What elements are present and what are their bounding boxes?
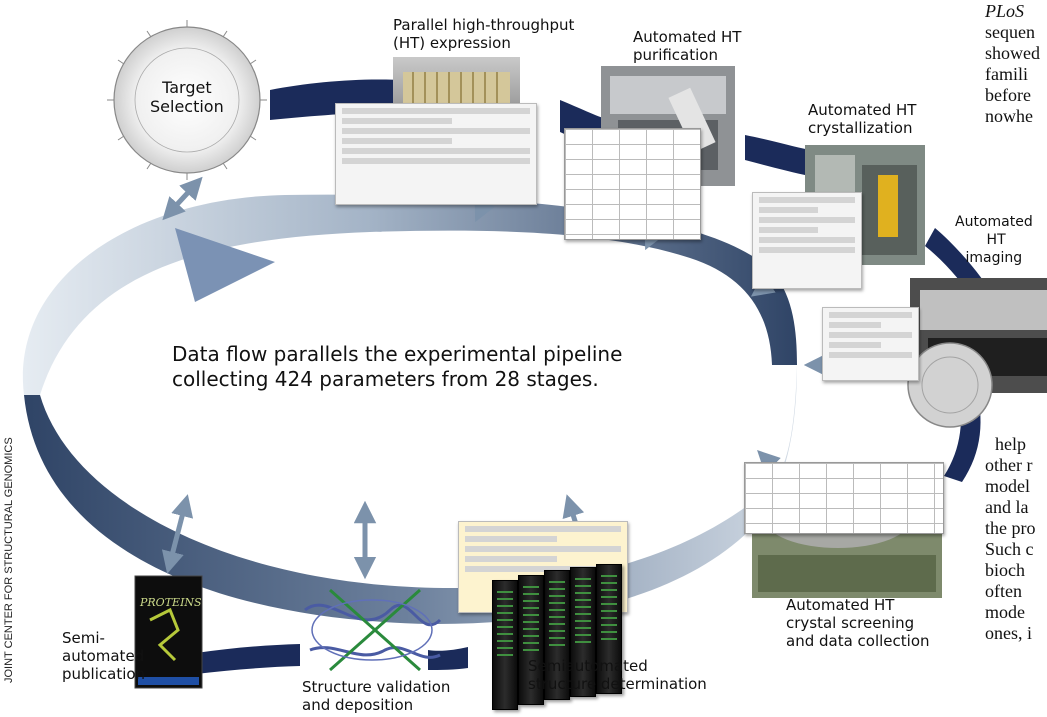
structure-determination-label: Semiautomated structure determination xyxy=(528,657,707,693)
ht-purification-label: Automated HT purification xyxy=(633,28,742,64)
ht-expression-label: Parallel high-throughput (HT) expression xyxy=(393,16,575,52)
ht-imaging-label: Automated HT imaging xyxy=(955,214,1033,266)
crystal-drop-image xyxy=(907,342,993,428)
side-text-line: and la xyxy=(985,497,1029,517)
side-text-line: sequen xyxy=(985,22,1035,42)
target-selection-label: Target Selection xyxy=(150,78,224,116)
side-text-line: help xyxy=(995,434,1026,454)
side-text-line: often xyxy=(985,581,1022,601)
side-text-line: PLoS xyxy=(985,1,1025,21)
data-flow-caption: Data flow parallels the experimental pip… xyxy=(172,342,623,391)
crystal-screening-label: Automated HT crystal screening and data … xyxy=(786,596,930,650)
compute-rack xyxy=(492,580,518,710)
screening-table-screenshot xyxy=(744,462,944,534)
expression-form-screenshot xyxy=(335,103,537,205)
side-text-line: bioch xyxy=(985,560,1025,580)
data-flow-loop xyxy=(22,194,798,625)
side-text-line: Such c xyxy=(985,539,1034,559)
journal-cover xyxy=(134,575,203,689)
side-text-line: nowhe xyxy=(985,106,1033,126)
side-text-line: showed xyxy=(985,43,1040,63)
side-text-line: the pro xyxy=(985,518,1036,538)
compute-rack xyxy=(518,575,544,705)
side-text-line: mode xyxy=(985,602,1025,622)
protein-structure-image xyxy=(304,588,442,672)
compute-rack xyxy=(570,567,596,697)
compute-rack xyxy=(596,564,622,694)
structure-validation-label: Structure validation and deposition xyxy=(302,678,451,714)
ht-crystallization-label: Automated HT crystallization xyxy=(808,101,917,137)
compute-rack xyxy=(544,570,570,700)
side-text-line: other r xyxy=(985,455,1033,475)
publication-label: Semi- automated publication xyxy=(62,629,146,683)
imaging-form-screenshot xyxy=(822,307,919,381)
side-text-line: before xyxy=(985,85,1031,105)
crystallization-form-screenshot xyxy=(752,192,862,289)
purification-table-screenshot xyxy=(564,128,701,240)
journal-cover-title: PROTEINS xyxy=(140,596,202,609)
side-text-line: ones, i xyxy=(985,623,1032,643)
side-text-line: model xyxy=(985,476,1030,496)
side-text-line: famili xyxy=(985,64,1028,84)
image-credit: JOINT CENTER FOR STRUCTURAL GENOMICS xyxy=(3,437,15,683)
